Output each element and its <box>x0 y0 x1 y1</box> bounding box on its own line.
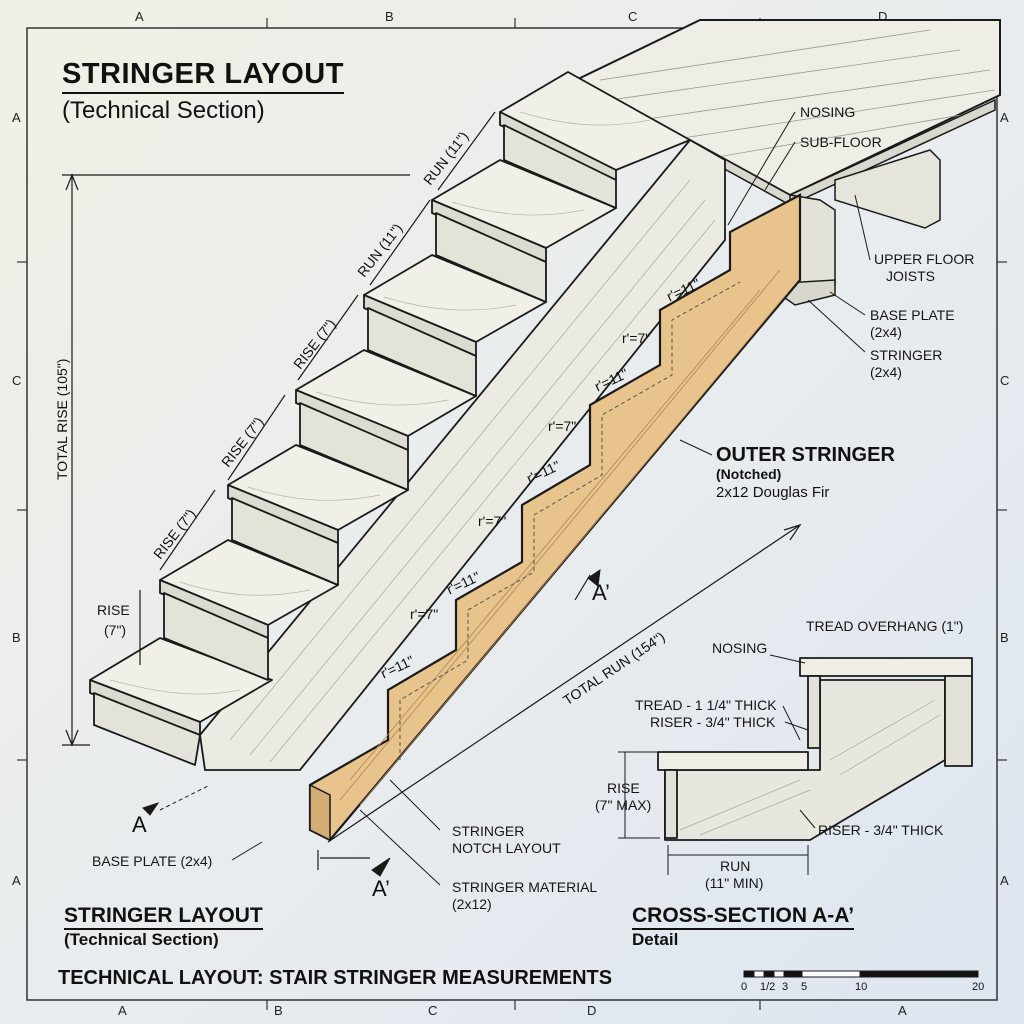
scale-label-4: 10 <box>855 981 868 993</box>
notch-rise-3: r'=7" <box>478 513 507 529</box>
grid-label-bottom-5: A <box>898 1003 907 1018</box>
page-subtitle: (Technical Section) <box>62 97 265 124</box>
notch-rise-1: r'=7" <box>622 330 651 346</box>
cross-section-detail <box>657 657 973 841</box>
notch-layout-callout-2: NOTCH LAYOUT <box>452 840 561 856</box>
notch-rise-4: r'=7" <box>410 606 439 622</box>
scale-label-2: 3 <box>782 981 789 993</box>
xsec-right-post <box>944 675 973 767</box>
stringer-top-callout-1: STRINGER <box>870 347 943 363</box>
notch-layout-dashed <box>399 281 741 760</box>
grid-label-right-3: B <box>1000 630 1009 645</box>
grid-label-bottom-3: C <box>428 1003 438 1018</box>
step-7 <box>499 71 691 209</box>
grid-label-left-1: A <box>12 110 21 125</box>
xsec-upper-tread <box>799 657 973 677</box>
leader-lines <box>159 111 871 886</box>
xsec-tread-label: TREAD - 1 1/4" THICK <box>635 697 777 713</box>
border-frame <box>26 27 998 1001</box>
total-rise-label: TOTAL RISE (105") <box>54 358 70 480</box>
cross-section-dims <box>618 654 816 875</box>
grid-label-left-3: B <box>12 630 21 645</box>
base-plate-bottom-callout: BASE PLATE (2x4) <box>92 853 213 869</box>
bottom-banner: TECHNICAL LAYOUT: STAIR STRINGER MEASURE… <box>58 967 613 989</box>
grid-label-bottom-4: D <box>587 1003 597 1018</box>
outer-stringer <box>308 193 802 842</box>
grid-label-right-4: A <box>1000 873 1009 888</box>
section-mark-a-prime-mid: A’ <box>592 580 610 605</box>
base-plate-top-callout-1: BASE PLATE <box>870 307 955 323</box>
material-callout-1: STRINGER MATERIAL <box>452 879 598 895</box>
grid-label-top-4: D <box>878 9 888 24</box>
upper-floor-joists-callout-2: JOISTS <box>886 268 936 284</box>
xsec-run-label-2: (11" MIN) <box>705 875 764 891</box>
xsec-nosing-label: NOSING <box>712 640 768 656</box>
xsec-upper-riser <box>807 675 821 749</box>
section-mark-a: A <box>132 812 147 837</box>
xsec-rise-label-1: RISE <box>607 780 640 796</box>
scale-label-3: 5 <box>801 981 808 993</box>
outer-stringer-edge <box>309 783 331 842</box>
upper-floor-joist <box>834 149 941 229</box>
grid-label-top-2: B <box>385 9 394 24</box>
outer-stringer-material: 2x12 Douglas Fir <box>716 484 830 501</box>
material-callout-2: (2x12) <box>452 896 492 912</box>
steps <box>89 71 691 766</box>
rise-label-bottom: (7") <box>104 622 127 638</box>
grid-label-left-2: C <box>12 373 22 388</box>
sub-floor-callout: SUB-FLOOR <box>800 134 882 150</box>
stringer-top-callout-2: (2x4) <box>870 364 902 380</box>
tread-overhang-label: TREAD OVERHANG (1") <box>806 618 964 634</box>
frame-ticks <box>17 18 1007 1010</box>
notch-rise-2: r'=7" <box>548 418 577 434</box>
section-markers <box>142 568 601 877</box>
xsec-lower-tread <box>657 751 809 771</box>
cross-section-subtitle: Detail <box>632 930 679 949</box>
upper-floor-joists-callout-1: UPPER FLOOR <box>874 251 975 267</box>
rise-label-top: RISE <box>97 602 130 618</box>
scale-bar <box>743 970 979 978</box>
grid-label-bottom-2: B <box>274 1003 283 1018</box>
xsec-riser-top-label: RISER - 3/4" THICK <box>650 714 776 730</box>
xsec-rise-label-2: (7" MAX) <box>595 797 652 813</box>
outer-stringer-sub: (Notched) <box>716 466 782 482</box>
grid-label-top-3: C <box>628 9 638 24</box>
step-4 <box>295 349 477 491</box>
page-title: STRINGER LAYOUT <box>62 58 344 94</box>
xsec-lower-riser <box>664 769 678 839</box>
grid-label-right-1: A <box>1000 110 1009 125</box>
scale-label-0: 0 <box>741 981 748 993</box>
nosing-callout: NOSING <box>800 104 856 120</box>
grid-label-right-2: C <box>1000 373 1010 388</box>
notch-layout-callout-1: STRINGER <box>452 823 525 839</box>
step-5 <box>363 254 547 397</box>
step-1 <box>89 637 273 766</box>
outer-stringer-callout: OUTER STRINGER <box>716 444 895 466</box>
base-plate-top-callout-2: (2x4) <box>870 324 902 340</box>
xsec-run-label-1: RUN <box>720 858 751 874</box>
scale-label-1: 1/2 <box>760 981 776 993</box>
grid-label-top-1: A <box>135 9 144 24</box>
dimension-lines <box>62 111 802 870</box>
scale-label-5: 20 <box>972 981 985 993</box>
grid-label-bottom-1: A <box>118 1003 127 1018</box>
section-mark-a-prime-bottom: A’ <box>372 876 390 901</box>
cross-section-title: CROSS-SECTION A-A’ <box>632 904 855 930</box>
footer-subtitle: (Technical Section) <box>64 930 219 949</box>
footer-title: STRINGER LAYOUT <box>64 904 263 930</box>
xsec-riser-bottom-label: RISER - 3/4" THICK <box>818 822 944 838</box>
grid-label-left-4: A <box>12 873 21 888</box>
